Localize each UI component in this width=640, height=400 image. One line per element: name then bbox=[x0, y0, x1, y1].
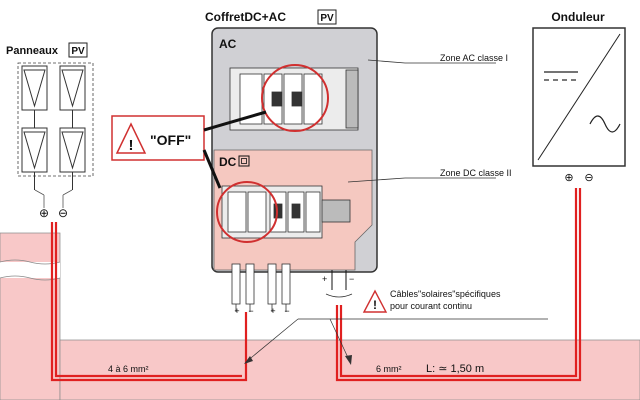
panel-module bbox=[21, 65, 86, 190]
ac-breakers bbox=[229, 67, 359, 131]
out-plus: + bbox=[322, 274, 327, 284]
inverter-title: Onduleur bbox=[551, 10, 605, 24]
coffret-dc-ac: CoffretDC+AC PV AC DC Zone AC classe I Z… bbox=[205, 9, 512, 316]
dc-connectors bbox=[231, 263, 291, 312]
measurements: 4 à 6 mm² 6 mm² L: ≃ 1,50 m bbox=[108, 363, 484, 375]
pv-tag-box bbox=[317, 9, 337, 25]
dc-zone-label: DC bbox=[219, 155, 237, 169]
off-label: "OFF" bbox=[150, 132, 191, 148]
section-panels-label: 4 à 6 mm² bbox=[108, 364, 149, 374]
conn-minus-2: − bbox=[284, 306, 289, 316]
inverter: Onduleur ⊕ ⊖ bbox=[532, 10, 626, 184]
zone-ac-caption: Zone AC classe I bbox=[440, 53, 508, 63]
ac-sine-icon bbox=[589, 115, 621, 133]
out-minus: − bbox=[349, 274, 354, 284]
off-warning: ! "OFF" bbox=[111, 110, 267, 189]
panel-drop-wires bbox=[34, 189, 73, 208]
double-insulation-icon bbox=[238, 155, 250, 167]
cable-warning-icon bbox=[362, 289, 388, 313]
ac-switch-highlight bbox=[261, 64, 329, 132]
panels-plus-terminal: ⊕ bbox=[39, 206, 49, 220]
svg-text:Zone DC classe II: Zone DC classe II bbox=[440, 168, 512, 178]
ac-zone-label: AC bbox=[219, 37, 237, 51]
inverter-plus-terminal: ⊕ bbox=[564, 172, 573, 184]
panel-frame bbox=[17, 62, 94, 177]
pv-tag-panels-label: PV bbox=[71, 46, 85, 57]
dc-cable-panels bbox=[50, 222, 248, 382]
cable-length-label: L: ≃ 1,50 m bbox=[426, 363, 484, 375]
cable-note-line1: Câbles"solaires"spécifiques bbox=[390, 289, 501, 299]
panels-title: Panneaux bbox=[6, 45, 59, 57]
solar-panels: Panneaux PV ⊕ ⊖ bbox=[6, 42, 94, 220]
cable-note-line2: pour courant continu bbox=[390, 301, 472, 311]
conn-minus-1: − bbox=[248, 306, 253, 316]
output-terminals bbox=[331, 270, 347, 290]
inverter-minus-terminal: ⊖ bbox=[584, 172, 593, 184]
dc-switch-highlight bbox=[216, 181, 278, 243]
panels-minus-terminal: ⊖ bbox=[58, 206, 68, 220]
out-bracket bbox=[325, 293, 353, 298]
warning-triangle-icon bbox=[115, 122, 147, 154]
conn-plus-2: + bbox=[270, 306, 275, 316]
wall-background bbox=[0, 232, 640, 400]
section-box-label: 6 mm² bbox=[376, 364, 402, 374]
cable-warning: ! Câbles"solaires"spécifiques pour coura… bbox=[244, 289, 548, 365]
svg-text:!: ! bbox=[129, 137, 134, 154]
pv-tag-panels bbox=[68, 42, 88, 58]
conn-plus-1: + bbox=[234, 306, 239, 316]
box-title: CoffretDC+AC bbox=[205, 10, 286, 24]
ac-cable-inverter bbox=[335, 188, 582, 382]
pv-tag-box-label: PV bbox=[320, 13, 334, 24]
svg-text:!: ! bbox=[373, 298, 377, 312]
